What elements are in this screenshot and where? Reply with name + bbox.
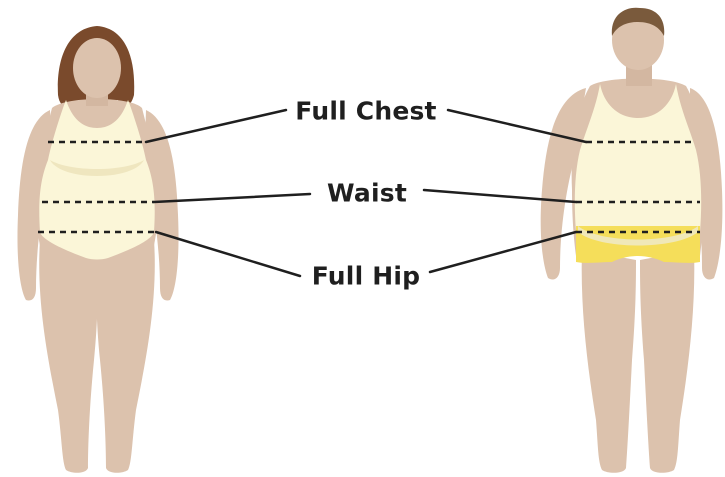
waist-leader-left [154,194,310,202]
chest-leader-left [146,110,286,142]
male-right-leg [640,250,694,473]
male-figure [541,8,723,473]
waist-label: Waist [327,181,407,206]
male-left-leg [582,250,636,473]
female-figure [17,26,178,473]
female-head [73,38,121,98]
full-chest-label: Full Chest [295,99,436,124]
female-left-leg [39,240,98,473]
full-hip-label: Full Hip [312,264,420,289]
female-right-leg [96,240,155,473]
